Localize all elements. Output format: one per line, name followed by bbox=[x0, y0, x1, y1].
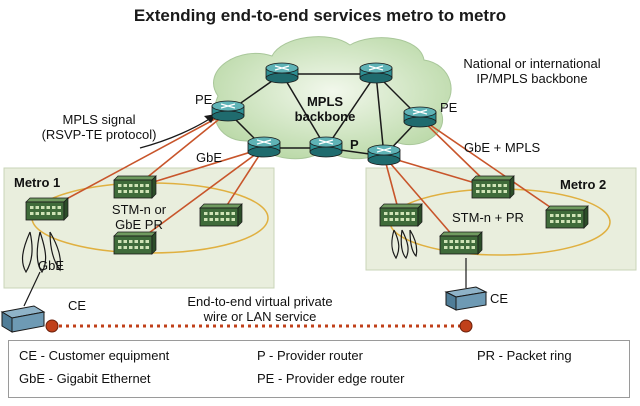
gbe-access-link bbox=[23, 271, 41, 307]
legend-item-pr: PR - Packet ring bbox=[477, 348, 572, 363]
ce-right-label: CE bbox=[490, 291, 509, 306]
ring1-label: STM-n or GbE PR bbox=[111, 202, 167, 232]
mpls-backbone-label: MPLS backbone bbox=[294, 94, 356, 124]
metro1-customer-loops bbox=[21, 231, 62, 274]
switch-metro2-left bbox=[379, 203, 423, 227]
legend-item-ce: CE - Customer equipment bbox=[19, 348, 170, 363]
gbe-mpls-label: GbE + MPLS bbox=[464, 140, 541, 155]
access-links bbox=[45, 111, 567, 245]
mpls-signal-label: MPLS signal (RSVP-TE protocol) bbox=[41, 112, 157, 142]
metro2-label: Metro 2 bbox=[560, 177, 607, 192]
metro1-region bbox=[3, 167, 275, 289]
backbone-description: National or international IP/MPLS backbo… bbox=[463, 56, 601, 86]
metro2-customer-loops bbox=[391, 229, 418, 260]
switch-metro2-top bbox=[471, 175, 515, 199]
switch-metro2-bottom bbox=[439, 231, 483, 255]
router-backbone-2 bbox=[359, 62, 393, 84]
legend-box: CE - Customer equipment P - Provider rou… bbox=[8, 340, 630, 398]
p-router-label: P bbox=[350, 137, 359, 152]
router-pe-left-2 bbox=[247, 136, 281, 158]
router-p bbox=[309, 136, 343, 158]
legend-item-pe: PE - Provider edge router bbox=[257, 371, 405, 386]
ce-right-device bbox=[444, 286, 488, 311]
diagram-title: Extending end-to-end services metro to m… bbox=[133, 6, 507, 25]
ce-left-label: CE bbox=[68, 298, 87, 313]
router-backbone-3 bbox=[367, 144, 401, 166]
service-endpoint-left bbox=[45, 319, 59, 333]
pe-right-label: PE bbox=[440, 100, 458, 115]
switch-metro1-bottom bbox=[113, 231, 157, 255]
switch-metro1-top bbox=[113, 175, 157, 199]
router-backbone-1 bbox=[265, 62, 299, 84]
gbe-label-left: GbE bbox=[196, 150, 223, 165]
switch-metro1-edge bbox=[25, 197, 69, 221]
router-pe-right bbox=[403, 106, 437, 128]
service-endpoint-right bbox=[459, 319, 473, 333]
metro1-label: Metro 1 bbox=[14, 175, 61, 190]
switch-metro1-right bbox=[199, 203, 243, 227]
ring2-label: STM-n + PR bbox=[452, 210, 524, 225]
legend-item-gbe: GbE - Gigabit Ethernet bbox=[19, 371, 151, 386]
gbe-label-bottom: GbE bbox=[38, 258, 65, 273]
router-pe-left bbox=[211, 100, 245, 122]
legend-item-p: P - Provider router bbox=[257, 348, 363, 363]
switch-metro2-right bbox=[545, 205, 589, 229]
service-label: End-to-end virtual private wire or LAN s… bbox=[187, 294, 333, 324]
ce-left-device bbox=[0, 305, 46, 333]
pe-left-label: PE bbox=[195, 92, 213, 107]
